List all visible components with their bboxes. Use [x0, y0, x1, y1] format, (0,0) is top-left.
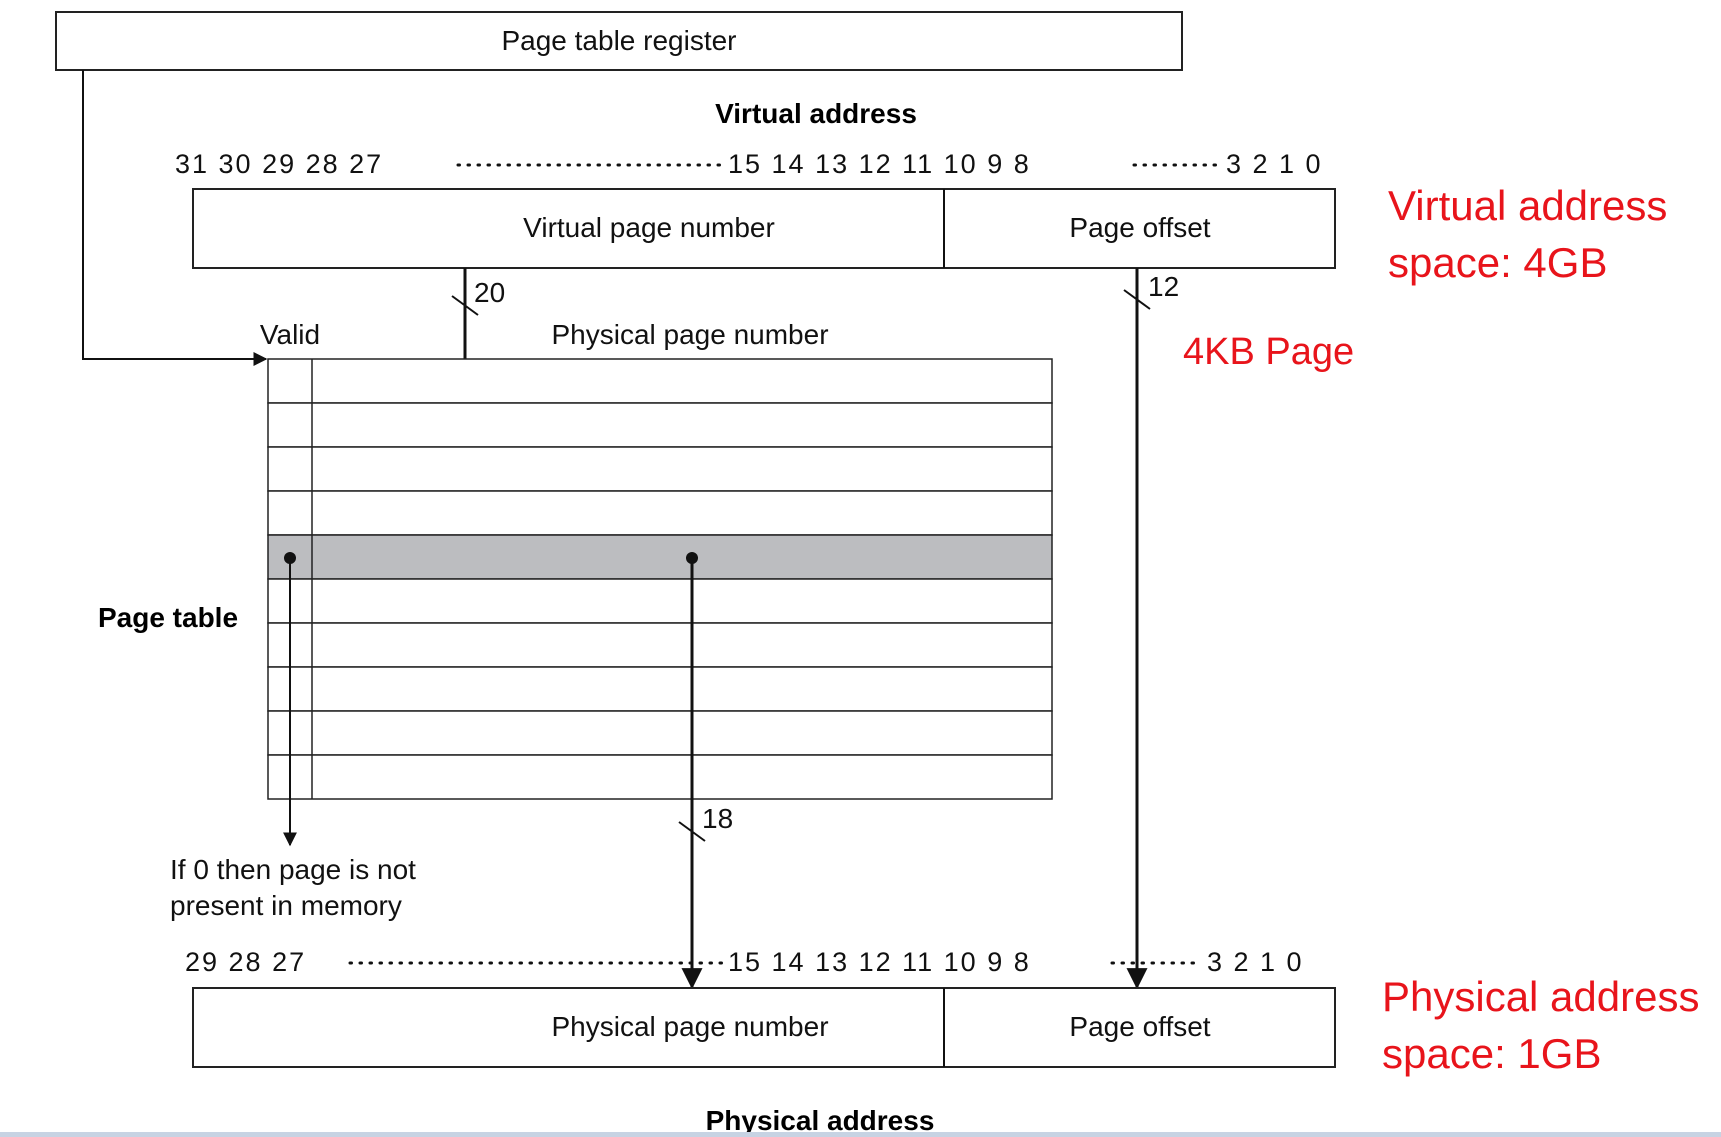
virtual-address-register: Virtual page number Page offset	[192, 188, 1336, 269]
page-table-row	[267, 710, 1053, 756]
page-table-row	[267, 578, 1053, 624]
page-table-register: Page table register	[55, 11, 1183, 71]
page-table-row	[267, 490, 1053, 536]
virtual-page-number-field: Virtual page number	[523, 212, 775, 243]
page-table-row-highlighted	[267, 534, 1053, 580]
ppn-bus-tick	[678, 821, 706, 842]
physical-space-annotation-line2: space: 1GB	[1382, 1030, 1601, 1077]
offset-bus-tick	[1123, 289, 1151, 310]
vpn-bus-width: 20	[474, 277, 505, 308]
page-table-row	[267, 622, 1053, 668]
not-present-note-line1: If 0 then page is not	[170, 854, 416, 885]
not-present-note-line2: present in memory	[170, 890, 402, 921]
page-table-label: Page table	[98, 602, 238, 633]
ppn-column-header: Physical page number	[551, 319, 828, 350]
physical-bits-middle: 15 14 13 12 11 10 9 8	[728, 947, 1031, 977]
page-table-row	[267, 402, 1053, 448]
page-table	[267, 358, 1053, 800]
virtual-bit-numbers: 31 30 29 28 27 15 14 13 12 11 10 9 8 3 2…	[175, 149, 1323, 179]
virtual-space-annotation-line2: space: 4GB	[1388, 239, 1607, 286]
page-table-row	[267, 446, 1053, 492]
ppn-bus-width: 18	[702, 803, 733, 834]
page-table-row	[267, 666, 1053, 712]
physical-page-offset-field: Page offset	[1069, 1011, 1210, 1042]
valid-column-header: Valid	[260, 319, 320, 350]
page-table-row	[267, 358, 1053, 404]
page-table-register-label: Page table register	[501, 25, 736, 56]
vpn-bus-tick	[451, 295, 479, 316]
physical-bits-high: 29 28 27	[185, 947, 306, 977]
physical-bit-numbers: 29 28 27 15 14 13 12 11 10 9 8 3 2 1 0	[185, 947, 1304, 977]
page-size-annotation: 4KB Page	[1183, 331, 1354, 373]
virtual-bits-high: 31 30 29 28 27	[175, 149, 383, 179]
physical-page-number-field: Physical page number	[551, 1011, 828, 1042]
physical-address-title: Physical address	[706, 1105, 935, 1136]
offset-bus-width: 12	[1148, 271, 1179, 302]
page-table-row	[267, 754, 1053, 800]
virtual-page-offset-field: Page offset	[1069, 212, 1210, 243]
virtual-space-annotation-line1: Virtual address	[1388, 182, 1667, 229]
physical-space-annotation-line1: Physical address	[1382, 973, 1699, 1020]
bottom-edge-bar	[0, 1132, 1721, 1137]
virtual-bits-low: 3 2 1 0	[1226, 149, 1323, 179]
virtual-bits-middle: 15 14 13 12 11 10 9 8	[728, 149, 1031, 179]
register-pointer-line	[82, 70, 268, 366]
physical-bits-low: 3 2 1 0	[1207, 947, 1304, 977]
virtual-address-title: Virtual address	[715, 98, 917, 129]
physical-address-register: Physical page number Page offset	[192, 987, 1336, 1068]
